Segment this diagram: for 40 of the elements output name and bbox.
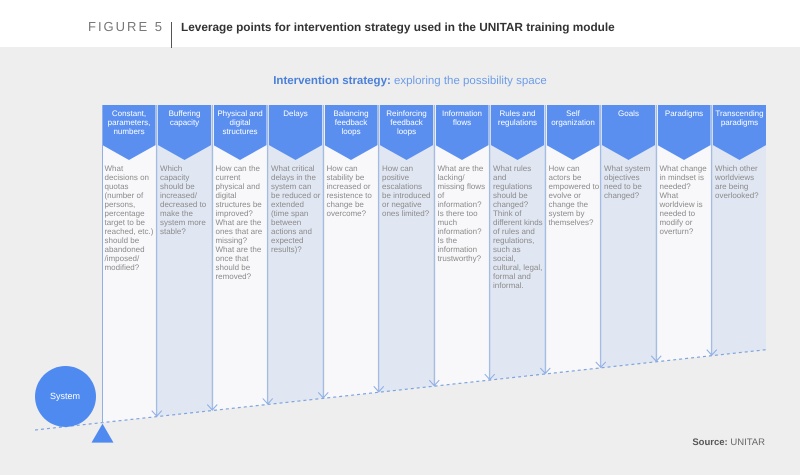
column-band xyxy=(658,105,710,362)
column-band xyxy=(546,105,600,374)
subtitle: Intervention strategy: exploring the possibility space xyxy=(273,74,547,88)
column-band xyxy=(602,105,655,368)
column-band xyxy=(214,105,266,410)
question-text: What change in mindset is needed? What worldview is needed to modify or overturn? xyxy=(660,164,708,236)
question-text: Which other worldviews are being overlooked? xyxy=(715,164,760,200)
heading-banner: Information flows xyxy=(436,105,488,160)
question-text: What decisions on quotas (number of persons, percentage target to be reached, etc.) should be abandoned /imposed/ modified? xyxy=(104,164,154,272)
heading-banner: Self organization xyxy=(546,105,600,160)
column-band xyxy=(713,105,766,356)
heading-banner: Paradigms xyxy=(658,105,710,160)
question-text: Which capacity should be increased/ decreased to make the system more stable? xyxy=(160,164,208,236)
question-text: How can actors be empowered to evolve or change the system by themselves? xyxy=(548,164,600,227)
question-text: How can stability be increased or resistence to change be overcome? xyxy=(326,164,373,218)
heading-banner: Buffering capacity xyxy=(158,105,211,160)
column-band xyxy=(158,105,211,416)
question-text: What critical delays in the system can be reduced or extended (time span between actions and expected results)? xyxy=(271,164,322,254)
question-text: What system objectives need to be changed? xyxy=(604,164,652,200)
figure-title: Leverage points for intervention strategy used in the UNITAR training module xyxy=(181,20,615,35)
heading-banner: Constant, parameters, numbers xyxy=(102,105,156,160)
question-text: How can the current physical and digital structures be improved? What are the ones that are missing? What are the once that should be removed? xyxy=(216,164,264,281)
question-text: How can positive escalations be introduced or negative ones limited? xyxy=(382,164,432,218)
heading-banner: Rules and regulations xyxy=(491,105,544,160)
heading-banner: Reinforcing feedback loops xyxy=(380,105,433,160)
heading-banner: Delays xyxy=(269,105,322,160)
heading-banner: Balancing feedback loops xyxy=(324,105,378,160)
question-text: What rules and regulations should be changed? Think of different kinds of rules and regulations, such as social, cultural, legal, formal and informal. xyxy=(493,164,544,290)
column-band xyxy=(436,105,488,386)
source-note: Source: UNITAR xyxy=(692,437,765,449)
column-band xyxy=(380,105,433,392)
heading-banner: Physical and digital structures xyxy=(214,105,266,160)
heading-banner: Goals xyxy=(602,105,655,160)
question-text: What are the lacking/ missing flows of information? Is there too much information? Is the information trustworthy? xyxy=(438,164,486,263)
column-band xyxy=(269,105,322,404)
column-band xyxy=(491,105,544,380)
heading-banner: Transcending paradigms xyxy=(713,105,766,160)
figure-number: FIGURE 5 xyxy=(88,19,164,35)
column-band xyxy=(324,105,378,398)
column-band xyxy=(102,105,156,423)
